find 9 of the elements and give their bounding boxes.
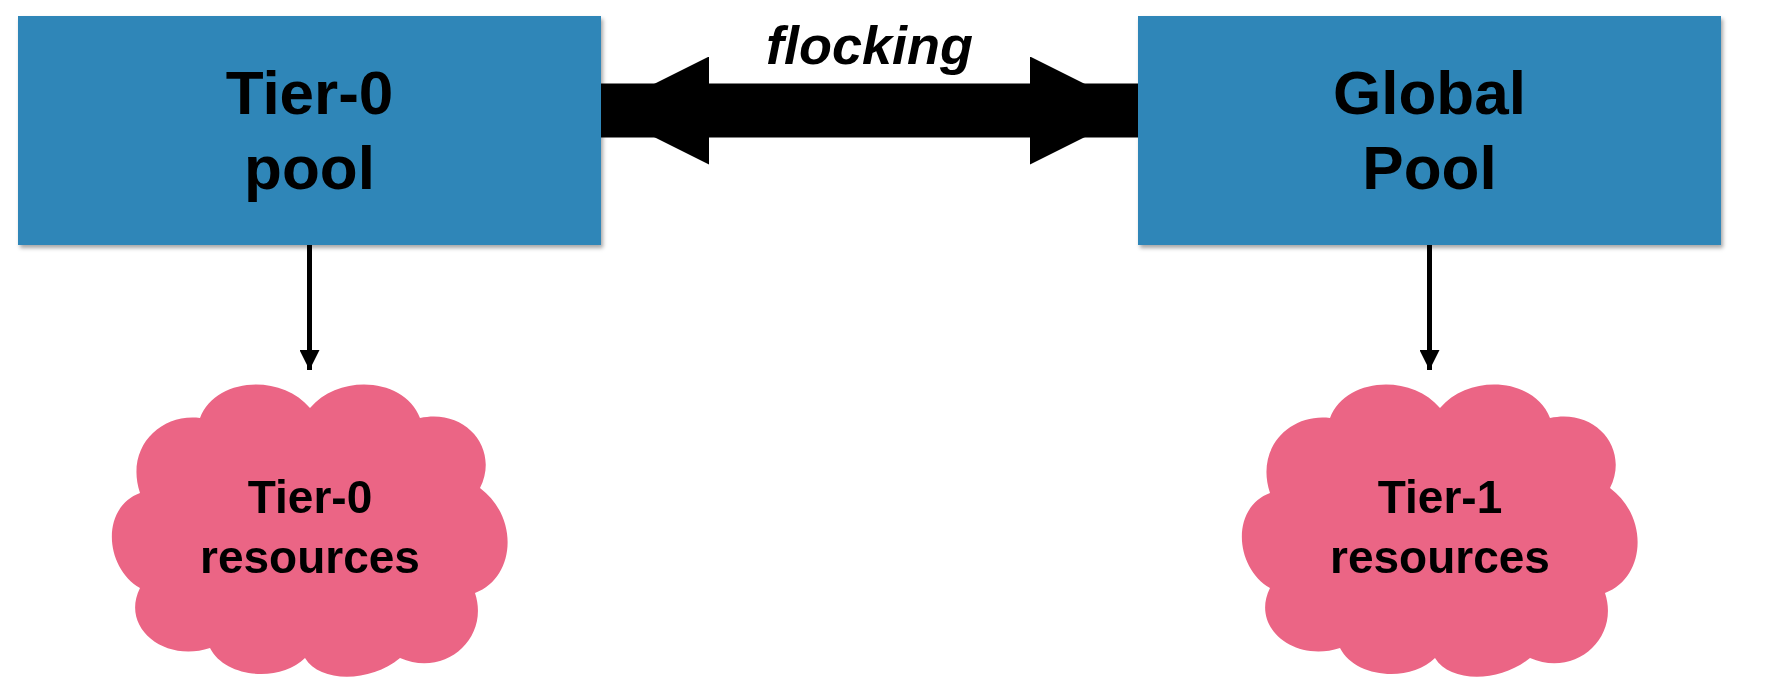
arrow <box>1419 245 1440 370</box>
process-box <box>1138 16 1721 245</box>
arrow <box>601 56 1138 165</box>
arrow <box>299 245 320 370</box>
node-label: Tier-0 pool <box>224 57 395 204</box>
node-label: Global Pool <box>1332 57 1527 204</box>
process-box <box>18 16 601 245</box>
node-label: Tier-0 resources <box>199 470 421 585</box>
node-label: Tier-1 resources <box>1329 470 1551 585</box>
